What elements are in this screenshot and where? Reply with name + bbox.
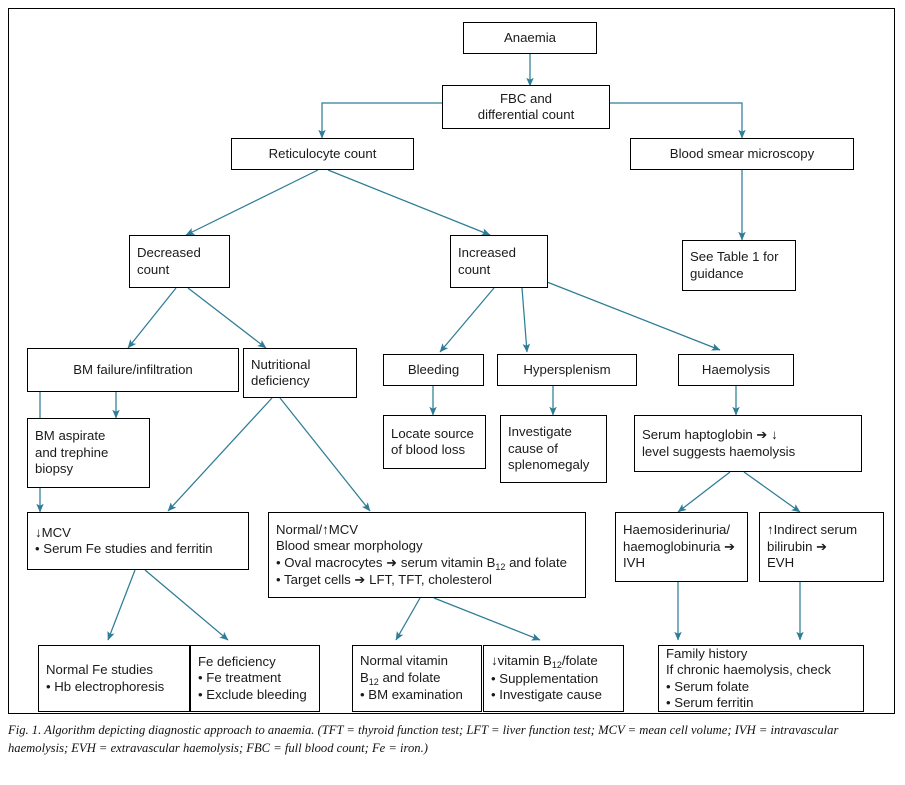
node-locate-source-blood-loss[interactable]: Locate source of blood loss [383,415,486,469]
node-line: BM failure/infiltration [73,361,193,377]
node-line: Investigate [508,424,572,440]
node-line: Locate source [391,425,474,441]
node-normal-fe-studies[interactable]: Normal Fe studies • Hb electrophoresis [38,645,190,712]
node-line: • Hb electrophoresis [46,678,165,694]
node-line: haemoglobinuria ➔ [623,538,736,554]
edge-retic-decreased [185,169,319,236]
node-line: guidance [690,265,744,281]
edge-increased-hypersplenism [521,287,531,353]
node-low-mcv[interactable]: ↓MCV • Serum Fe studies and ferritin [27,512,249,570]
node-line: See Table 1 for [690,249,779,264]
node-normal-high-mcv[interactable]: Normal/↑MCV Blood smear morphology • Ova… [268,512,586,598]
node-line: Increased [458,245,516,260]
node-bm-aspirate-trephine-biopsy[interactable]: BM aspirate and trephine biopsy [27,418,150,488]
node-increased-count[interactable]: Increased count [450,235,548,288]
edge-fbc-retic [318,102,442,139]
node-line: FBC and [499,90,553,106]
node-line: biopsy [35,461,74,477]
node-line: If chronic haemolysis, check [666,662,831,677]
node-line: • Target cells ➔ LFT, TFT, cholesterol [276,572,492,587]
node-line: differential count [477,107,575,122]
node-line: splenomegaly [508,457,590,473]
node-line: bilirubin ➔ [767,538,828,554]
node-line: Normal/↑MCV [276,521,359,537]
node-line: Blood smear microscopy [669,145,815,161]
node-nutritional-deficiency[interactable]: Nutritional deficiency [243,348,357,398]
node-indirect-bilirubin[interactable]: ↑Indirect serum bilirubin ➔ EVH [759,512,884,582]
edge-decreased-bmfailure [127,287,177,349]
edge-normalmcv-normalvit [395,597,421,641]
node-fbc[interactable]: FBC and differential count [442,85,610,129]
node-bleeding[interactable]: Bleeding [383,354,484,386]
node-haemosiderinuria[interactable]: Haemosiderinuria/ haemoglobinuria ➔ IVH [615,512,748,582]
edge-retic-haemolysis [546,281,721,351]
node-bm-failure-infiltration[interactable]: BM failure/infiltration [27,348,239,392]
edge-haptoglobin-haemo [677,471,731,513]
node-line: count [137,261,170,277]
edge-normalmcv-lowvit [433,597,541,641]
edge-nutritional-lowmcv [167,397,273,512]
node-line: Anaemia [503,29,557,45]
node-line: • Serum Fe studies and ferritin [35,541,213,556]
node-line: EVH [767,555,795,571]
edge-decreased-nutritional [187,287,267,349]
node-blood-smear-microscopy[interactable]: Blood smear microscopy [630,138,854,170]
edge-increased-bleeding [439,287,495,353]
node-line: Haemosiderinuria/ [623,522,731,538]
node-haemolysis[interactable]: Haemolysis [678,354,794,386]
node-investigate-splenomegaly[interactable]: Investigate cause of splenomegaly [500,415,607,483]
node-serum-haptoglobin[interactable]: Serum haptoglobin ➔ ↓ level suggests hae… [634,415,862,472]
node-line: ↑Indirect serum [767,522,858,538]
node-line: ↓vitamin B12/folate [491,653,598,671]
node-decreased-count[interactable]: Decreased count [129,235,230,288]
node-anaemia[interactable]: Anaemia [463,22,597,54]
node-fe-deficiency[interactable]: Fe deficiency • Fe treatment • Exclude b… [190,645,320,712]
node-line: Family history [666,645,748,661]
node-hypersplenism[interactable]: Hypersplenism [497,354,637,386]
node-normal-vitamin-b12[interactable]: Normal vitamin B12 and folate • BM exami… [352,645,482,712]
node-line: IVH [623,555,645,571]
node-low-vitamin-b12[interactable]: ↓vitamin B12/folate • Supplementation • … [483,645,624,712]
node-line: Normal Fe studies [46,662,154,677]
node-line: • Fe treatment [198,670,282,686]
node-line: Normal vitamin [360,653,448,669]
node-line: • Serum ferritin [666,695,754,710]
edge-haptoglobin-bili [743,471,801,513]
node-reticulocyte-count[interactable]: Reticulocyte count [231,138,414,170]
node-line: B12 and folate [360,669,441,687]
node-line: • Investigate cause [491,687,602,703]
node-line: level suggests haemolysis [642,443,796,459]
node-line: Blood smear morphology [276,538,423,553]
node-line: Haemolysis [701,361,771,377]
node-line: • Supplementation [491,670,599,686]
node-line: • Serum folate [666,678,750,694]
node-see-table-1[interactable]: See Table 1 for guidance [682,240,796,291]
node-family-history[interactable]: Family history If chronic haemolysis, ch… [658,645,864,712]
edge-fbc-smear [610,102,746,139]
node-line: count [458,261,491,277]
node-line: Nutritional [251,356,311,372]
node-line: Fe deficiency [198,653,276,669]
figure-frame [8,8,895,714]
node-line: • Exclude bleeding [198,686,307,702]
figure-caption: Fig. 1. Algorithm depicting diagnostic a… [8,723,839,755]
node-line: cause of [508,440,558,456]
node-line: BM aspirate [35,428,106,444]
node-line: • Oval macrocytes ➜ serum vitamin B12 an… [276,554,567,572]
edge-lowmcv-fedef [144,569,229,641]
edge-lowmcv-normalfe [107,569,136,641]
node-line: Hypersplenism [523,361,611,377]
node-line: deficiency [251,373,310,388]
edge-nutritional-normalmcv [279,397,371,512]
node-line: Bleeding [407,361,460,377]
node-line: Serum haptoglobin ➔ ↓ [642,427,778,442]
node-line: • BM examination [360,687,463,703]
edge-retic-increased [327,169,491,236]
node-line: Decreased [137,245,201,260]
node-line: ↓MCV [35,524,71,540]
node-line: Reticulocyte count [268,145,377,161]
node-line: and trephine [35,444,109,460]
node-line: of blood loss [391,442,466,457]
